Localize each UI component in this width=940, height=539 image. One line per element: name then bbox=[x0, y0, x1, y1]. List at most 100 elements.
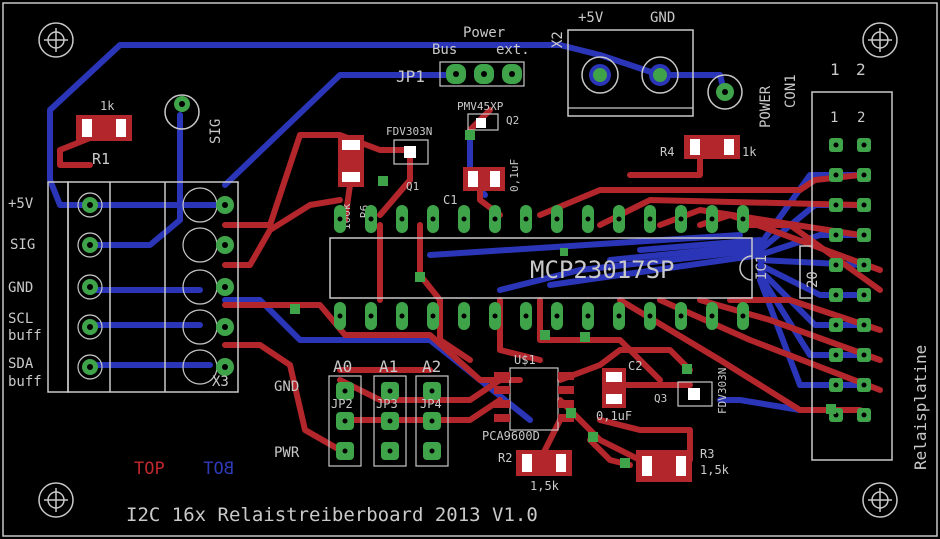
con1-col2-label: 2 bbox=[856, 60, 866, 79]
ic-pin-hole bbox=[585, 313, 591, 319]
con1-pin2-label: 2 bbox=[857, 110, 865, 126]
con1-pin-hole bbox=[833, 232, 839, 238]
x3-screw-ring bbox=[77, 314, 103, 340]
x3-right-hole bbox=[222, 284, 228, 290]
ic-pin-hole bbox=[616, 216, 622, 222]
r4-value-label: 1k bbox=[742, 145, 757, 159]
jumper-hole bbox=[342, 448, 348, 454]
x3-left-hole bbox=[87, 364, 93, 370]
jumper-outline bbox=[415, 375, 449, 467]
ic-pin-hole bbox=[430, 216, 436, 222]
ic1-chip bbox=[329, 237, 753, 299]
r4-ref-label: R4 bbox=[660, 145, 674, 159]
jumper-outline bbox=[328, 375, 362, 467]
relaisplatine-label: Relaisplatine bbox=[911, 345, 930, 470]
r1-resistor bbox=[76, 115, 132, 141]
mounting-hole-icon bbox=[862, 22, 898, 58]
sig-led-icon bbox=[164, 94, 200, 130]
ic-pin-hole bbox=[678, 216, 684, 222]
gnd-row-label: GND bbox=[274, 379, 299, 395]
x3-right-hole bbox=[222, 364, 228, 370]
r2-ref-label: R2 bbox=[498, 451, 512, 465]
jumper-outline bbox=[373, 375, 407, 467]
x3-screw-ring bbox=[77, 232, 103, 258]
x3-terminal-block bbox=[47, 181, 239, 393]
u1-part-label: PCA9600D bbox=[482, 429, 540, 443]
layer-bot-label: BOT bbox=[203, 459, 234, 479]
ic-pin-hole bbox=[647, 216, 653, 222]
con1-pads bbox=[829, 138, 871, 422]
r2-resistor bbox=[516, 450, 572, 476]
con1-pin-hole bbox=[861, 352, 867, 358]
jumper-hole bbox=[387, 418, 393, 424]
con1-pin-hole bbox=[861, 262, 867, 268]
x3-screw-ring bbox=[77, 274, 103, 300]
jumper-hole bbox=[429, 448, 435, 454]
ic-pin-hole bbox=[647, 313, 653, 319]
jp1-bus-label: Bus bbox=[432, 42, 457, 58]
ic-pin-hole bbox=[523, 216, 529, 222]
c1-value-label: 0,1uF bbox=[508, 159, 521, 192]
q2-transistor bbox=[467, 113, 499, 131]
q1-ref-label: Q1 bbox=[406, 180, 419, 193]
x3-sda-label: SDA bbox=[8, 356, 34, 372]
jumper-hole bbox=[387, 388, 393, 394]
con1-pin-hole bbox=[833, 322, 839, 328]
x3-screw-ring bbox=[77, 192, 103, 218]
layer-top-label: TOP bbox=[134, 459, 165, 479]
jp1-power-label: Power bbox=[463, 25, 505, 41]
ic-pin-hole bbox=[368, 313, 374, 319]
q3-ref-label: Q3 bbox=[654, 392, 667, 405]
q3-transistor bbox=[677, 381, 713, 407]
x3-right-hole bbox=[222, 242, 228, 248]
ic-pin-hole bbox=[678, 313, 684, 319]
con1-pin-hole bbox=[833, 292, 839, 298]
ic-pin-hole bbox=[368, 216, 374, 222]
x3-left-hole bbox=[87, 324, 93, 330]
ic-pin-hole bbox=[492, 216, 498, 222]
jumper-hole bbox=[429, 388, 435, 394]
power-led-label: POWER bbox=[758, 85, 774, 128]
x2-plus5v-label: +5V bbox=[578, 10, 604, 26]
jp1-ref-label: JP1 bbox=[396, 67, 425, 86]
con1-pin-hole bbox=[833, 202, 839, 208]
q1-transistor bbox=[393, 139, 429, 165]
x3-sig-label: SIG bbox=[10, 237, 35, 253]
mounting-hole-icon bbox=[862, 482, 898, 518]
jumper-hole bbox=[342, 418, 348, 424]
a1-label: A1 bbox=[379, 357, 398, 376]
ic-pin-hole bbox=[337, 313, 343, 319]
jp1-header bbox=[439, 61, 525, 87]
con1-pin-hole bbox=[861, 412, 867, 418]
c1-ref-label: C1 bbox=[443, 193, 457, 207]
ic-pin-hole bbox=[461, 313, 467, 319]
con1-pin-hole bbox=[861, 202, 867, 208]
con1-pin1-label: 1 bbox=[830, 110, 838, 126]
jumper-hole bbox=[387, 448, 393, 454]
jumper-hole bbox=[342, 388, 348, 394]
pwr-row-label: PWR bbox=[274, 445, 300, 461]
x3-left-hole bbox=[87, 284, 93, 290]
a2-label: A2 bbox=[422, 357, 441, 376]
ic-pin-hole bbox=[399, 313, 405, 319]
con1-pin-hole bbox=[833, 142, 839, 148]
x3-plus5v-label: +5V bbox=[8, 196, 34, 212]
con1-pin20-label: 20 bbox=[805, 271, 821, 288]
ic-pin-hole bbox=[337, 216, 343, 222]
ic-pin-hole bbox=[523, 313, 529, 319]
con1-pin-hole bbox=[833, 172, 839, 178]
ic-pin-hole bbox=[554, 313, 560, 319]
con1-pin-hole bbox=[833, 262, 839, 268]
jumper-hole bbox=[429, 418, 435, 424]
c2-ref-label: C2 bbox=[628, 359, 642, 373]
ic-pin-hole bbox=[461, 216, 467, 222]
x3-screw-icon bbox=[182, 227, 218, 263]
r3-resistor bbox=[636, 450, 692, 482]
con1-pin-hole bbox=[861, 142, 867, 148]
con1-pin-hole bbox=[833, 382, 839, 388]
x3-right-hole bbox=[222, 202, 228, 208]
power-led-icon bbox=[707, 74, 743, 110]
r4-resistor bbox=[684, 135, 740, 159]
ic-pin-hole bbox=[554, 216, 560, 222]
